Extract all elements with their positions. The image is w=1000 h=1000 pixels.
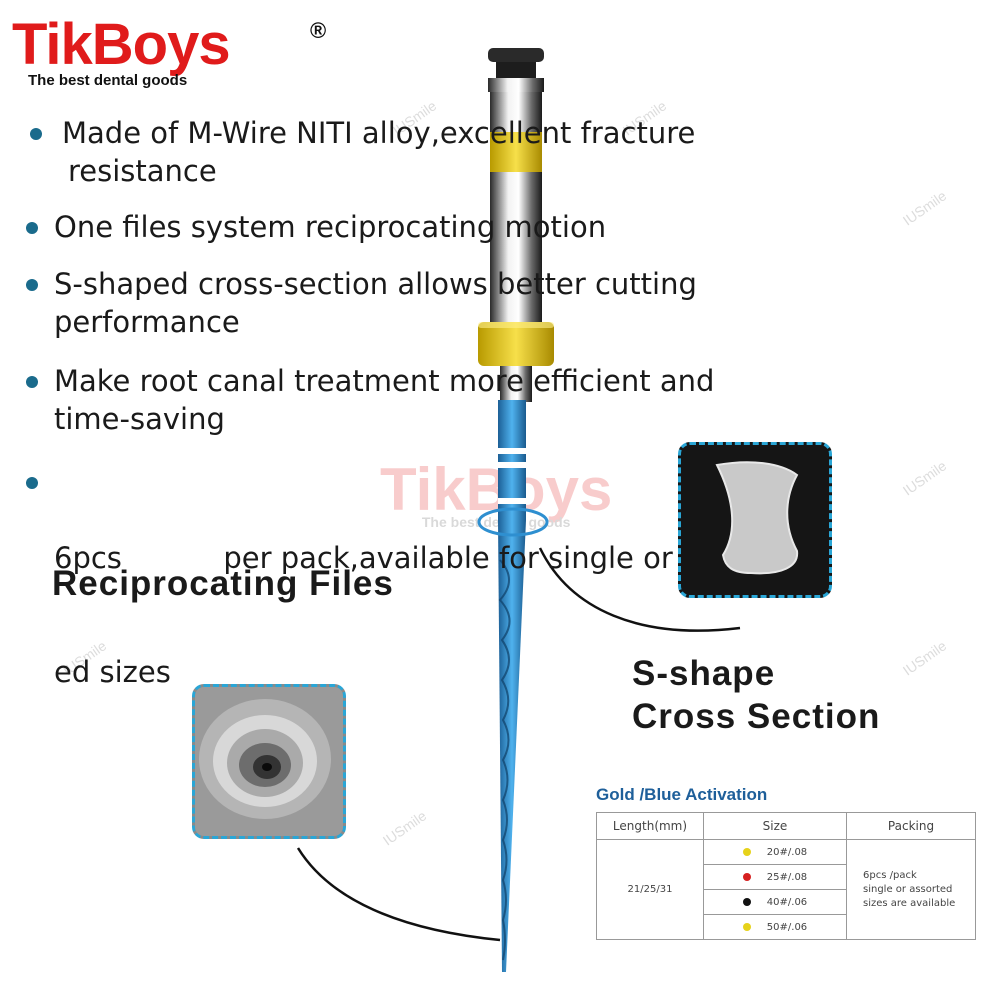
feature-text: resistance <box>68 154 217 188</box>
brand-logo: TikBoys ® The best dental goods <box>12 12 326 90</box>
table-row: 21/25/31 20#/.08 6pcs /pack single or as… <box>596 839 976 940</box>
size-cell: 50#/.06 <box>703 914 847 940</box>
feature-item: S-shaped cross-section allows better cut… <box>26 265 697 341</box>
bullet-dot <box>26 477 38 489</box>
cross-section-inset <box>678 442 832 598</box>
table-header-cell: Length(mm) <box>596 812 704 840</box>
pointer-line-section <box>538 547 741 632</box>
table-header-row: Length(mm) Size Packing <box>596 812 976 840</box>
table-title: Gold /Blue Activation <box>596 785 768 804</box>
feature-item: Make root canal treatment more efficient… <box>26 362 714 438</box>
feature-item: Made of M-Wire NITI alloy,excellent frac… <box>30 114 695 190</box>
brand-name: TikBoys <box>12 12 231 77</box>
size-color-dot <box>742 847 751 856</box>
feature-text: Made of M-Wire NITI alloy,excellent frac… <box>62 116 696 150</box>
feature-item: One files system reciprocating motion <box>26 208 606 246</box>
root-canal-image <box>195 687 343 836</box>
feature-text: One files system reciprocating motion <box>54 210 607 244</box>
watermark-tagline: The best dental goods <box>421 514 571 530</box>
size-color-dot <box>742 897 751 906</box>
section-heading-line: Cross Section <box>632 697 881 736</box>
cross-section-ring <box>477 507 549 537</box>
bullet-dot <box>26 376 38 388</box>
root-canal-inset <box>192 684 346 839</box>
size-color-dot <box>742 872 751 881</box>
feature-text: performance <box>54 305 240 339</box>
section-heading-line: S-shape <box>632 654 776 693</box>
table-header-cell: Packing <box>846 812 976 840</box>
product-heading: Reciprocating Files <box>52 564 394 603</box>
length-cell: 21/25/31 <box>596 839 704 940</box>
size-cell: 20#/.08 <box>703 839 847 865</box>
file-shank <box>498 400 526 972</box>
size-color-dot <box>742 922 751 931</box>
s-shape-cross-section-image <box>715 461 799 575</box>
pointer-line-canal <box>296 847 501 942</box>
feature-text: time-saving <box>54 402 225 436</box>
table-row: 50#/.06 <box>597 914 976 940</box>
table-header-cell: Size <box>703 812 847 840</box>
bullet-dot <box>26 222 38 234</box>
packing-text: sizes are available <box>863 897 956 909</box>
packing-text: 6pcs /pack <box>863 869 917 881</box>
size-label: 50#/.06 <box>766 921 808 933</box>
spec-table: Length(mm) Size Packing 21/25/31 20#/.08… <box>596 812 976 940</box>
size-cell: 40#/.06 <box>703 889 847 915</box>
size-cell: 25#/.08 <box>703 864 847 890</box>
file-handle <box>488 48 544 322</box>
feature-text: ed sizes <box>54 655 171 689</box>
brand-tagline: The best dental goods <box>28 72 188 89</box>
feature-text: S-shaped cross-section allows better cut… <box>54 267 697 301</box>
bullet-dot <box>26 279 38 291</box>
rubber-stopper <box>478 322 554 366</box>
size-label: 40#/.06 <box>766 896 808 908</box>
packing-cell: 6pcs /pack single or assorted sizes are … <box>846 839 976 940</box>
size-label: 25#/.08 <box>766 871 808 883</box>
size-label: 20#/.08 <box>766 846 808 858</box>
bullet-dot <box>30 128 42 140</box>
packing-text: single or assorted <box>863 883 953 895</box>
section-heading: S-shape Cross Section <box>632 652 880 738</box>
feature-text: Make root canal treatment more efficient… <box>54 364 715 398</box>
registered-mark: ® <box>310 18 327 43</box>
